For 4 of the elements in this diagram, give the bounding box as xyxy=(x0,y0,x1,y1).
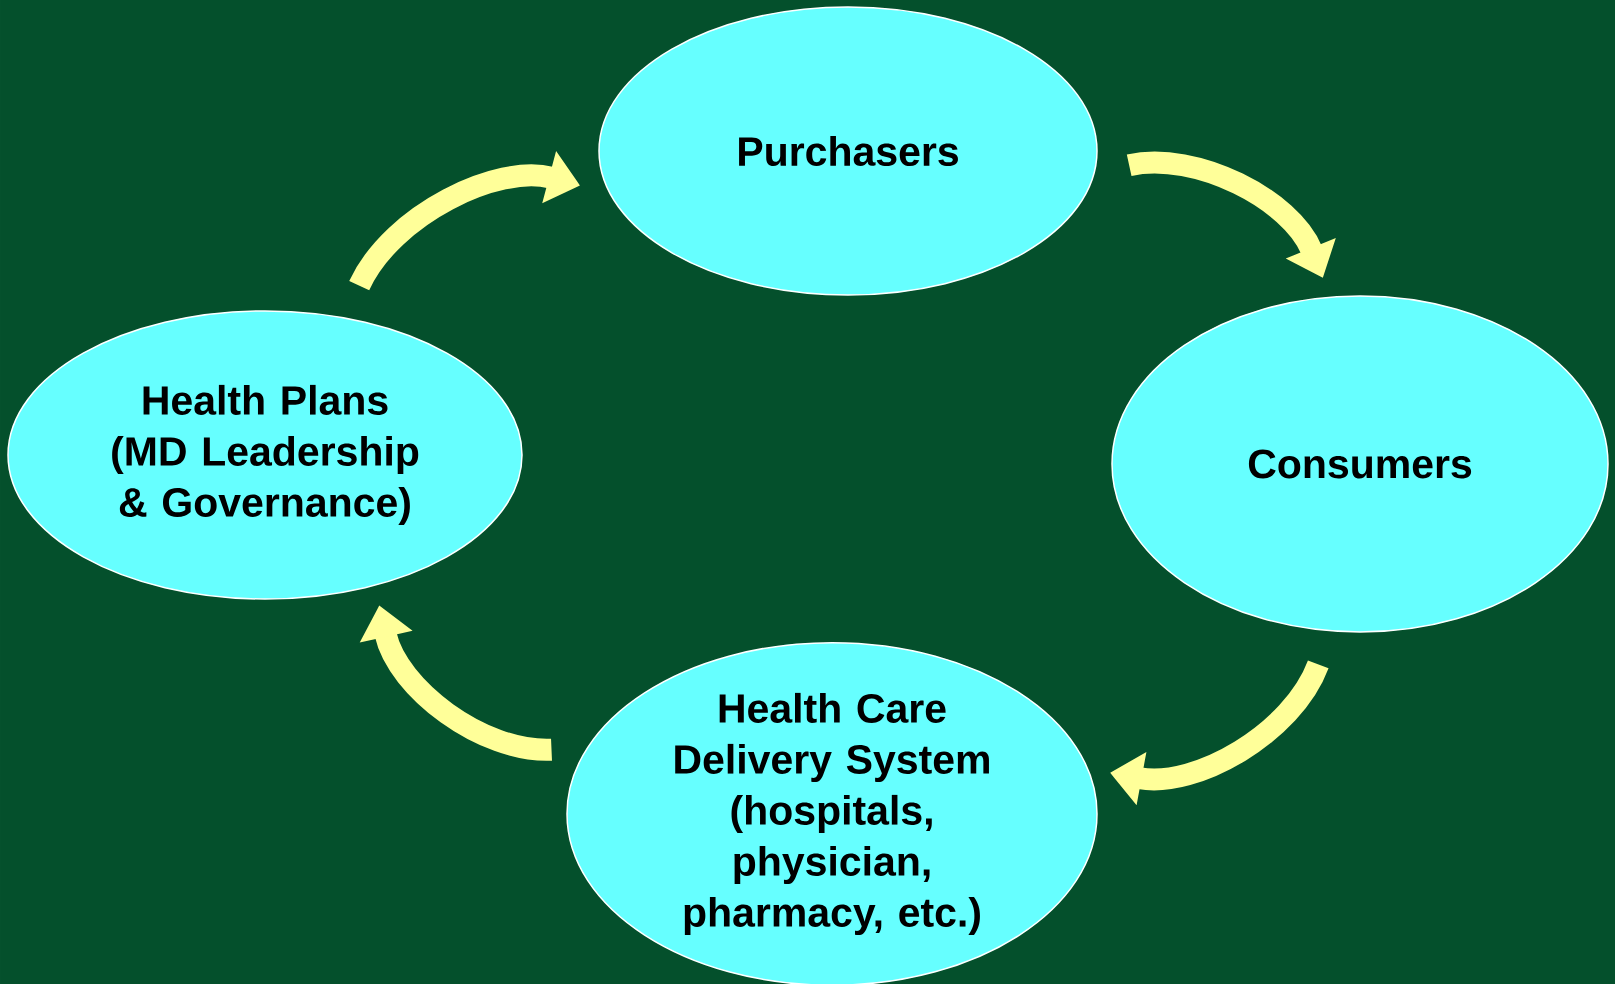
ellipse-node: Purchasers xyxy=(598,6,1098,296)
ellipse-node: Consumers xyxy=(1111,295,1609,633)
ellipse-node: Health Care Delivery System (hospitals, physician, pharmacy, etc.) xyxy=(566,641,1098,984)
ellipse-node: Health Plans (MD Leadership & Governance) xyxy=(7,310,523,600)
